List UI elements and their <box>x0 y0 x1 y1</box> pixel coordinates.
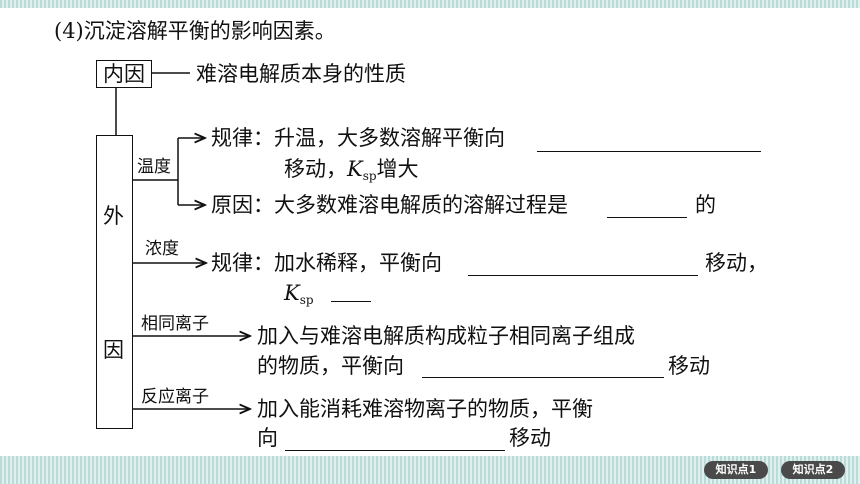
temperature-reason-end: 的 <box>695 193 716 217</box>
inner-cause-desc: 难溶电解质本身的性质 <box>196 62 406 86</box>
common-ion-blank[interactable] <box>422 377 664 378</box>
inner-cause-label: 内因 <box>103 62 145 86</box>
concentration-ksp-blank[interactable] <box>331 301 371 302</box>
concentration-rule-end: 移动， <box>705 251 768 275</box>
inner-cause-box <box>96 60 152 88</box>
reaction-ion-line1: 加入能消耗难溶物离子的物质，平衡 <box>257 397 593 421</box>
temperature-rule-line2: 移动，Ksp增大 <box>284 157 419 183</box>
temperature-reason: 原因：大多数难溶电解质的溶解过程是 <box>211 193 568 217</box>
outer-cause-char-2: 因 <box>103 338 124 362</box>
reaction-ion-label: 反应离子 <box>141 387 209 407</box>
temperature-rule-blank[interactable] <box>537 151 761 152</box>
nav-knowledge-point-1-button[interactable]: 知识点1 <box>704 461 768 479</box>
temperature-label: 温度 <box>137 157 171 177</box>
concentration-rule-blank[interactable] <box>468 275 698 276</box>
reaction-ion-line2: 向 <box>257 426 278 450</box>
temperature-rule-line1: 规律：升温，大多数溶解平衡向 <box>211 126 505 150</box>
concentration-ksp: Ksp <box>284 281 314 307</box>
nav-knowledge-point-2-button[interactable]: 知识点2 <box>781 461 845 479</box>
reaction-ion-line2-end: 移动 <box>509 426 551 450</box>
common-ion-line1: 加入与难溶电解质构成粒子相同离子组成 <box>257 324 635 348</box>
common-ion-line2: 的物质，平衡向 <box>257 354 404 378</box>
outer-cause-char-1: 外 <box>103 204 124 228</box>
common-ion-line2-end: 移动 <box>668 354 710 378</box>
top-border <box>0 0 860 8</box>
common-ion-label: 相同离子 <box>141 314 209 334</box>
reaction-ion-blank[interactable] <box>285 450 505 451</box>
concentration-rule: 规律：加水稀释，平衡向 <box>211 251 442 275</box>
outer-cause-box <box>96 135 133 429</box>
concentration-label: 浓度 <box>145 239 179 259</box>
temperature-reason-blank[interactable] <box>607 217 687 218</box>
section-heading: (4)沉淀溶解平衡的影响因素。 <box>54 19 336 43</box>
